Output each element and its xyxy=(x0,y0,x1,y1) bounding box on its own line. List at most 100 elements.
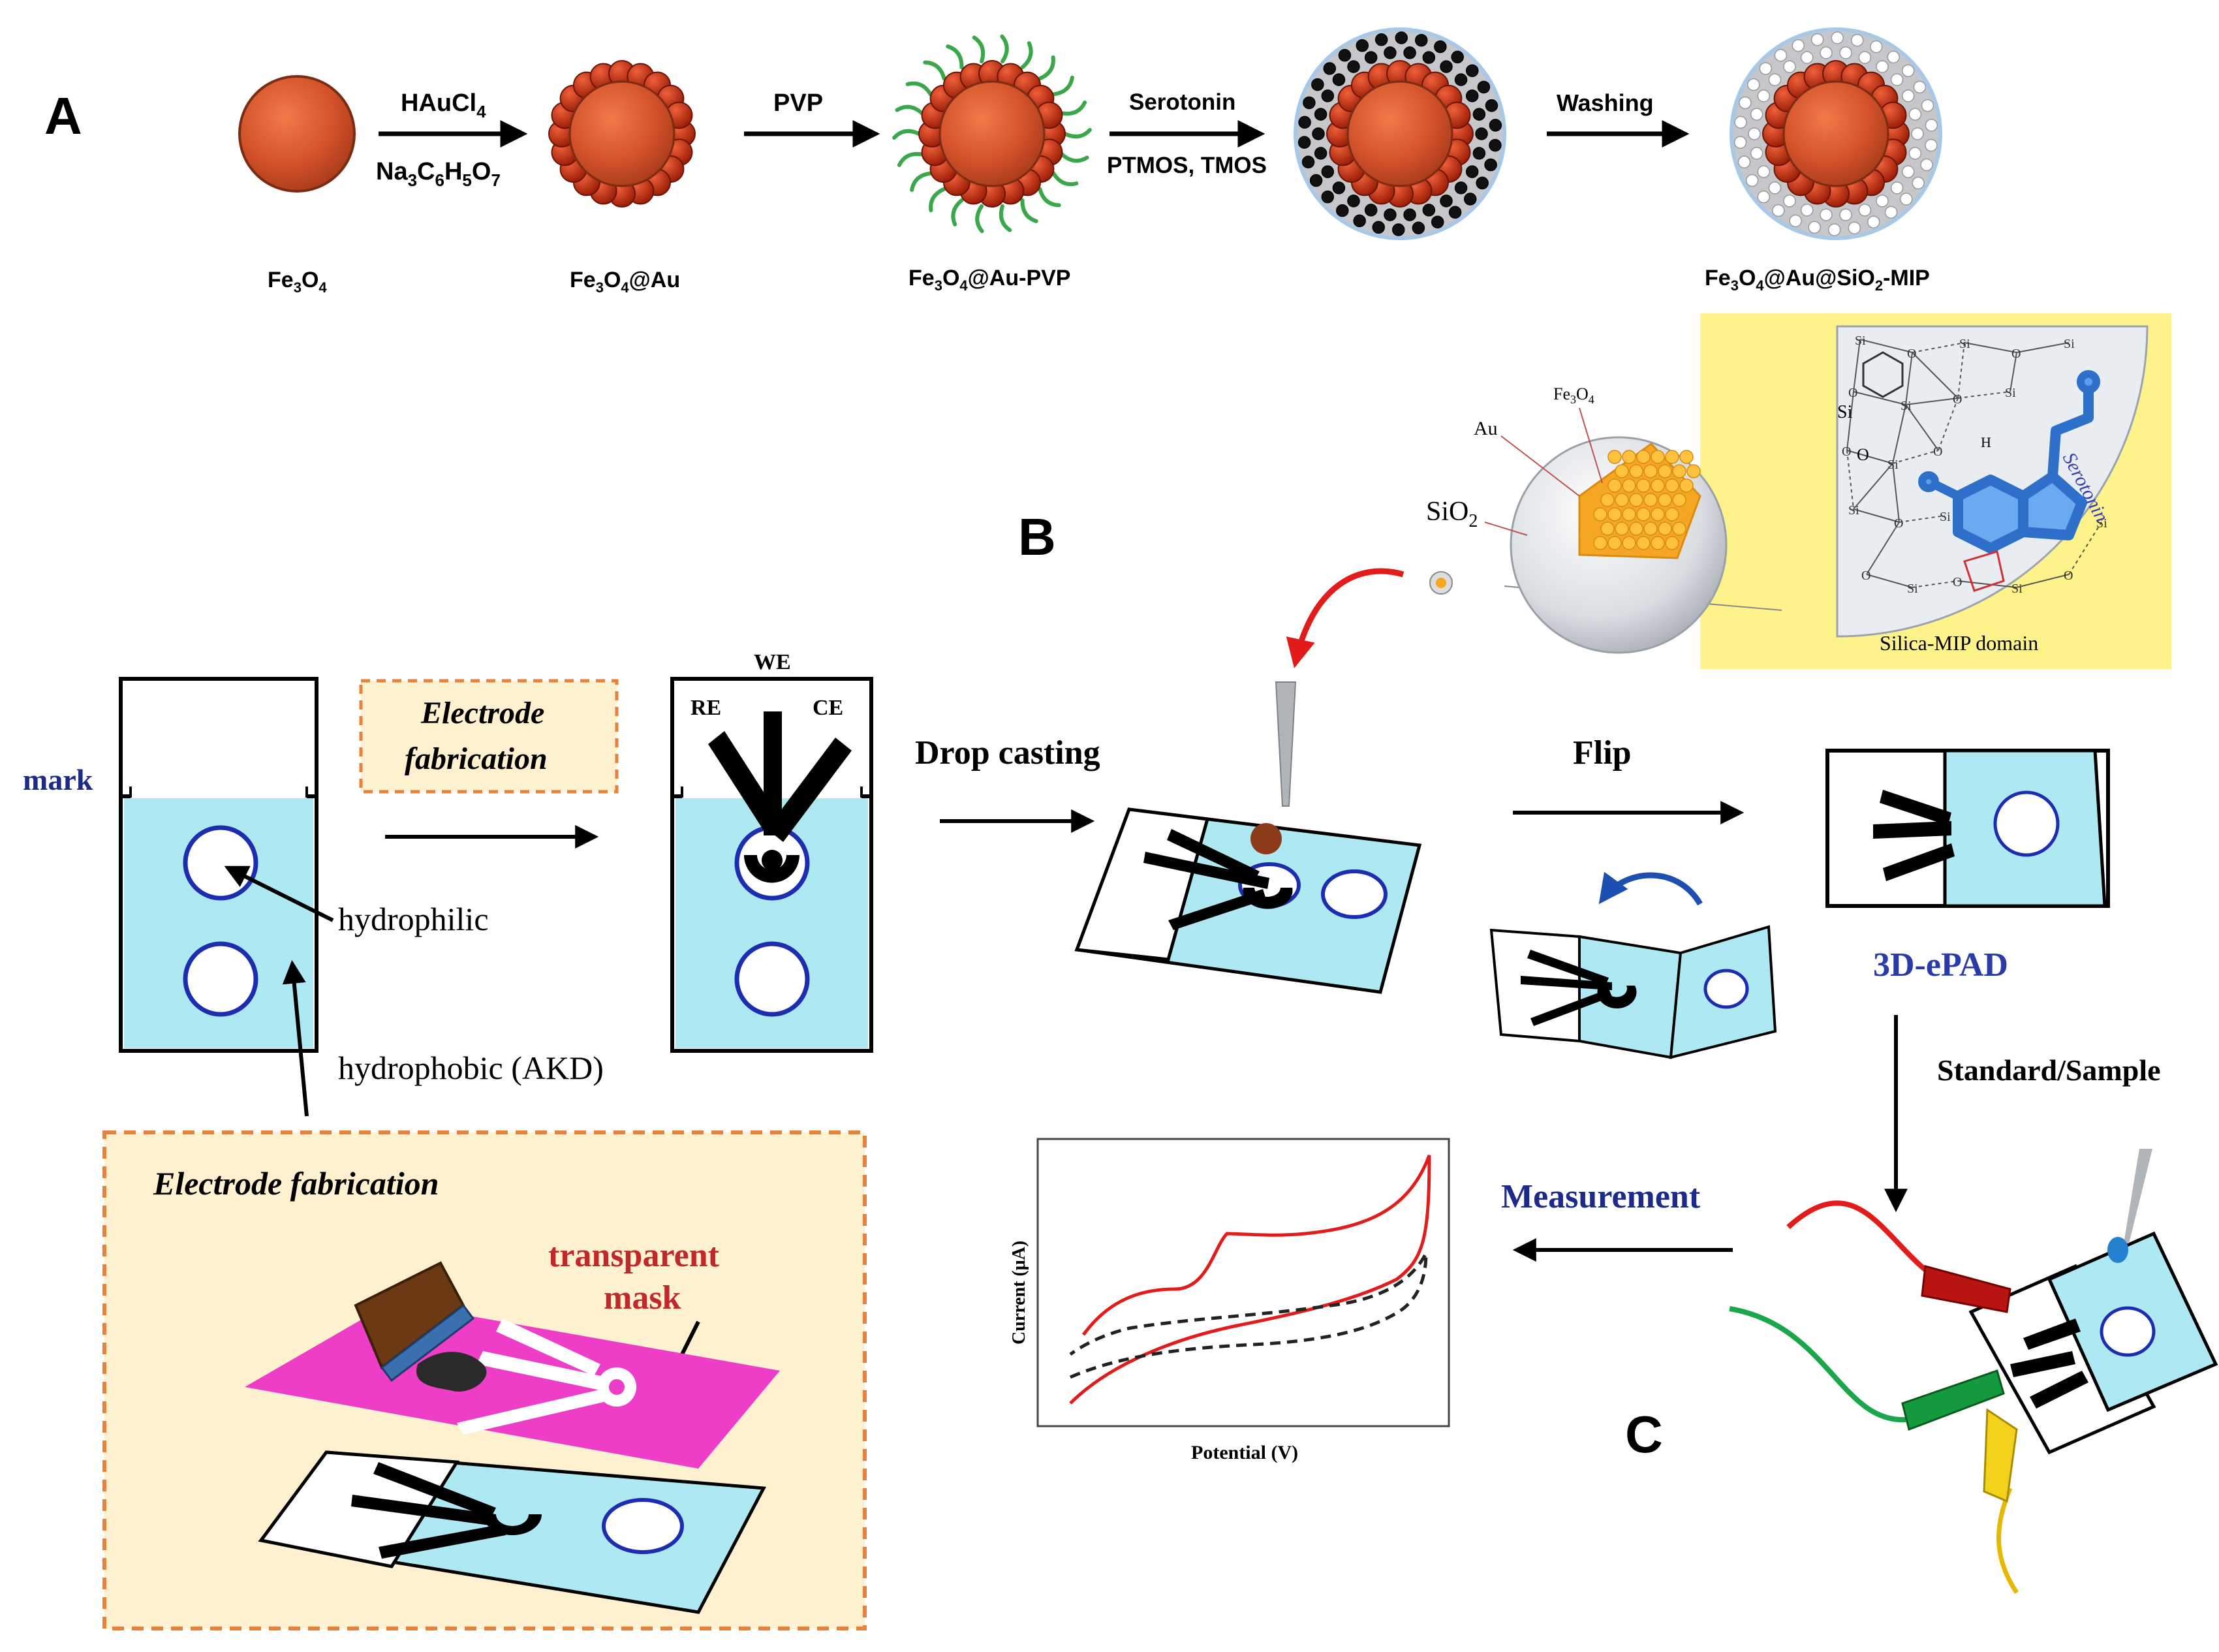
reagent-serotonin: Serotonin xyxy=(1129,89,1235,115)
card-drop-casting xyxy=(1074,681,1422,994)
reagent-citrate: Na3C6H5O7 xyxy=(376,158,501,190)
inset-au-label: Au xyxy=(1474,418,1498,439)
fab-panel-title: Electrode fabrication xyxy=(153,1165,439,1202)
reagent-washing: Washing xyxy=(1557,89,1654,116)
green-clip xyxy=(1901,1369,2005,1431)
particle-fe3o4-au xyxy=(548,60,696,208)
cv-ylabel: Current (μA) xyxy=(1009,1241,1029,1345)
svg-text:O: O xyxy=(1933,444,1942,459)
ce-label: CE xyxy=(813,696,843,720)
sample-drop xyxy=(2107,1237,2128,1263)
arrow-step-4: Washing xyxy=(1547,89,1690,148)
svg-text:Si: Si xyxy=(1855,334,1866,348)
red-clip xyxy=(1921,1265,2011,1313)
svg-text:Si: Si xyxy=(1887,458,1899,472)
drop-casting-label: Drop casting xyxy=(915,734,1100,771)
svg-text:Si: Si xyxy=(1907,582,1918,596)
svg-text:O: O xyxy=(1848,386,1857,400)
particle-template-silica xyxy=(1294,27,1506,240)
mark-label: mark xyxy=(23,763,93,796)
arrow-step-1: HAuCl4 Na3C6H5O7 xyxy=(376,89,528,190)
cv-xlabel: Potential (V) xyxy=(1191,1442,1298,1463)
hydrophilic-label: hydrophilic xyxy=(338,901,489,937)
we-label: WE xyxy=(754,650,791,674)
panel-label-c: C xyxy=(1625,1405,1663,1463)
svg-text:Si: Si xyxy=(1959,337,1970,351)
red-curved-arrow xyxy=(1286,568,1404,668)
squeegee xyxy=(354,1261,487,1392)
label-fe3o4-au: Fe3O4@Au xyxy=(570,268,680,296)
svg-text:Electrode: Electrode xyxy=(420,696,544,730)
transparent-label-1: transparent xyxy=(548,1237,720,1274)
svg-text:O: O xyxy=(1861,569,1870,583)
svg-text:Si: Si xyxy=(1940,510,1951,524)
svg-text:O: O xyxy=(1894,516,1903,531)
svg-text:O: O xyxy=(1842,444,1851,459)
serotonin-molecule xyxy=(1918,370,2100,553)
svg-text:Si: Si xyxy=(2064,337,2075,351)
svg-text:O: O xyxy=(2011,347,2021,361)
svg-text:Si: Si xyxy=(2011,582,2023,596)
re-label: RE xyxy=(691,696,721,720)
svg-text:O: O xyxy=(1953,392,1962,407)
label-fe3o4: Fe3O4 xyxy=(268,268,327,296)
hydrophobic-label: hydrophobic (AKD) xyxy=(338,1050,604,1086)
pipette-tip xyxy=(1275,681,1297,807)
electrode-pattern xyxy=(708,711,852,883)
inset-sio2-label: SiO2 xyxy=(1426,497,1478,531)
inset-h-label: H xyxy=(1981,434,1991,450)
transparent-label-2: mask xyxy=(604,1279,681,1317)
inset-o-label: O xyxy=(1857,445,1869,464)
inset-domain-label: Silica-MIP domain xyxy=(1880,631,2038,655)
red-wire xyxy=(1786,1200,1940,1282)
inset-si-label: Si xyxy=(1837,402,1853,422)
drop xyxy=(1250,823,1282,854)
green-wire xyxy=(1729,1306,1906,1423)
hydrophilic-zone-2b xyxy=(734,941,810,1017)
card-3d-epad xyxy=(1825,749,2110,908)
yellow-clip xyxy=(1983,1408,2018,1503)
phenyl-ring xyxy=(1862,351,1904,398)
measurement-label: Measurement xyxy=(1501,1178,1701,1215)
panel-label-a: A xyxy=(44,87,82,145)
reagent-haucl4: HAuCl4 xyxy=(401,89,486,121)
svg-text:Si: Si xyxy=(2096,516,2107,531)
cv-trace-dashed xyxy=(1069,1252,1428,1379)
reagent-ptmos-tmos: PTMOS, TMOS xyxy=(1107,153,1267,178)
template-cavity-outline xyxy=(1963,550,2005,592)
card-marked xyxy=(119,677,318,1053)
svg-text:Si: Si xyxy=(1901,399,1912,413)
cv-plot: Potential (V) Current (μA) xyxy=(1009,1138,1450,1463)
inset-fe3o4-label: Fe3O4 xyxy=(1553,384,1594,406)
standard-sample-label: Standard/Sample xyxy=(1937,1053,2161,1087)
svg-text:O: O xyxy=(1907,347,1916,361)
svg-text:O: O xyxy=(1953,575,1962,589)
svg-text:Si: Si xyxy=(1848,503,1859,518)
hydrophilic-zone-1 xyxy=(183,825,258,901)
arrow-step-2: PVP xyxy=(744,89,880,148)
card-folding xyxy=(1489,871,1777,1059)
label-fe3o4-au-pvp: Fe3O4@Au-PVP xyxy=(908,266,1070,294)
svg-text:Si: Si xyxy=(2005,386,2016,400)
flip-label: Flip xyxy=(1573,734,1632,771)
yellow-wire xyxy=(1996,1487,2019,1594)
hydrophilic-zone-2 xyxy=(183,941,258,1017)
gold-dots xyxy=(1593,450,1701,550)
svg-text:O: O xyxy=(2064,569,2073,583)
fab-step-box: Electrode fabrication xyxy=(359,679,619,794)
sample-pipette xyxy=(2124,1149,2152,1243)
cv-trace-red xyxy=(1069,1155,1431,1405)
measurement-device xyxy=(1729,1149,2218,1594)
card-printed xyxy=(670,677,873,1053)
panel-label-b: B xyxy=(1018,508,1056,566)
particle-fe3o4-au-pvp xyxy=(892,34,1092,234)
fab-panel: Electrode fabrication transparent mask xyxy=(102,1130,867,1630)
particle-fe3o4 xyxy=(238,75,356,193)
reagent-pvp: PVP xyxy=(773,89,823,117)
svg-text:fabrication: fabrication xyxy=(405,741,548,776)
cv-plot-frame xyxy=(1036,1138,1450,1427)
arrow-step-3: Serotonin PTMOS, TMOS xyxy=(1107,89,1267,178)
